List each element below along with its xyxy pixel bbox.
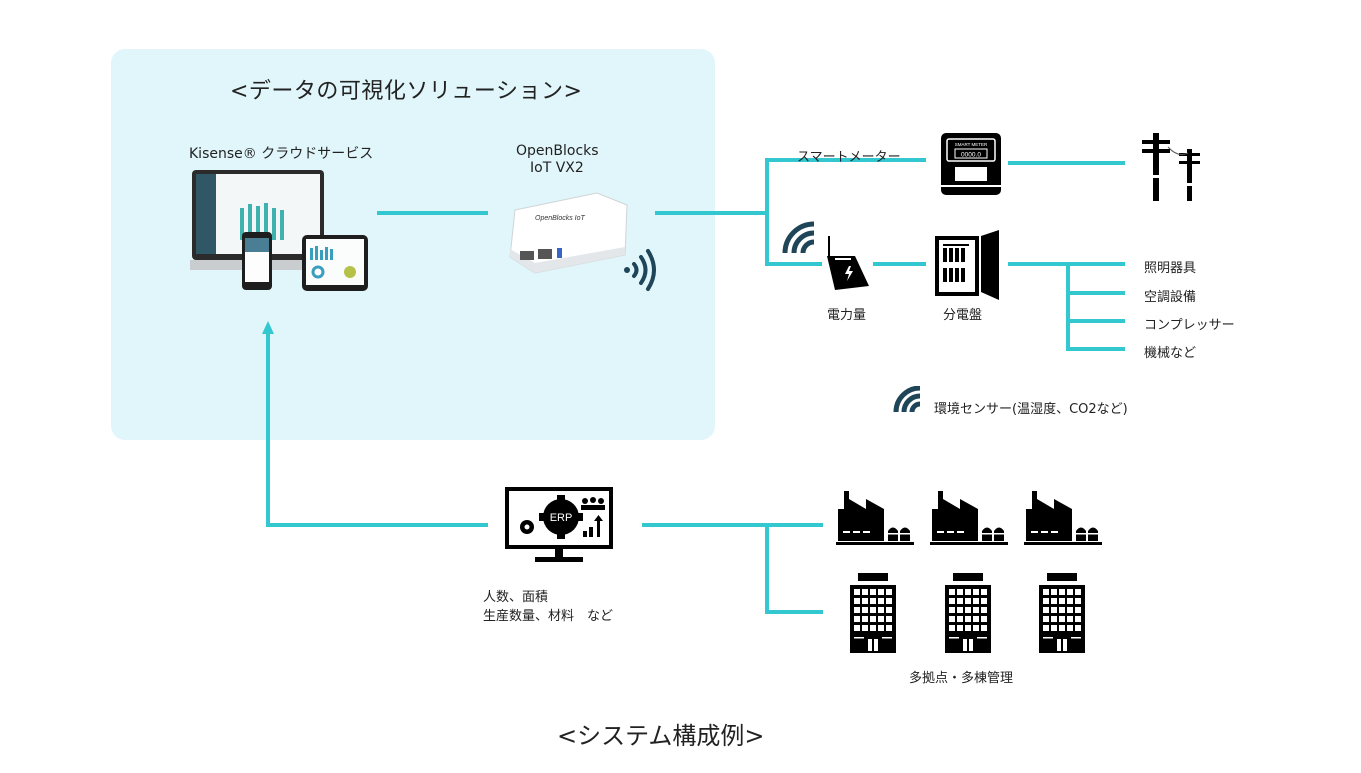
svg-text:ERP: ERP — [550, 512, 573, 524]
wireless-signal-icon — [624, 249, 656, 291]
wireless-signal-icon — [893, 386, 921, 412]
erp-desc-line1: 人数、面積 — [483, 590, 549, 605]
office-building-icon — [850, 573, 896, 653]
office-building-icon — [1039, 573, 1085, 653]
line-erp-cloud — [266, 333, 488, 527]
gateway-device-icon: OpenBlocks IoT — [509, 192, 628, 274]
diagram-caption: <システム構成例> — [557, 722, 765, 750]
cloud-service-label: Kisense® クラウドサービス — [189, 146, 374, 162]
office-building-icon — [945, 573, 991, 653]
sites-label: 多拠点・多棟管理 — [909, 671, 1014, 686]
env-sensor-label: 環境センサー(温湿度、CO2など) — [934, 402, 1128, 417]
svg-text:SMART METER: SMART METER — [955, 142, 988, 147]
power-meter-icon — [827, 236, 869, 290]
gateway-label-line1: OpenBlocks — [516, 143, 599, 159]
load-item: コンプレッサー — [1144, 318, 1235, 333]
svg-text:OpenBlocks IoT: OpenBlocks IoT — [535, 215, 586, 222]
erp-desc-line2: 生産数量、材料 など — [483, 609, 614, 624]
load-item: 機械など — [1144, 346, 1197, 361]
utility-pole-icon — [1142, 133, 1200, 201]
panelboard-label: 分電盤 — [943, 308, 983, 323]
solution-title: <データの可視化ソリューション> — [230, 79, 583, 104]
smart-meter-label: スマートメーター — [797, 150, 901, 165]
factory-icon — [930, 491, 1008, 545]
load-item: 照明器具 — [1144, 261, 1197, 276]
line-load-trunk — [1066, 264, 1125, 351]
wireless-signal-icon — [782, 221, 815, 254]
panelboard-icon — [935, 230, 999, 300]
load-item: 空調設備 — [1144, 290, 1197, 305]
smart-meter-icon: SMART METER 0000.0 — [941, 133, 1001, 195]
line-sites-branch — [765, 523, 823, 614]
power-meter-label: 電力量 — [827, 308, 867, 323]
devices-screenshot-icon — [190, 170, 368, 291]
arrow-head-icon — [262, 321, 274, 334]
line-trunk-branches — [765, 158, 926, 266]
factory-icon — [836, 491, 914, 545]
factory-icon — [1024, 491, 1102, 545]
gateway-label-line2: IoT VX2 — [530, 160, 584, 176]
erp-monitor-icon: ERP — [505, 487, 613, 562]
svg-text:0000.0: 0000.0 — [961, 152, 981, 159]
